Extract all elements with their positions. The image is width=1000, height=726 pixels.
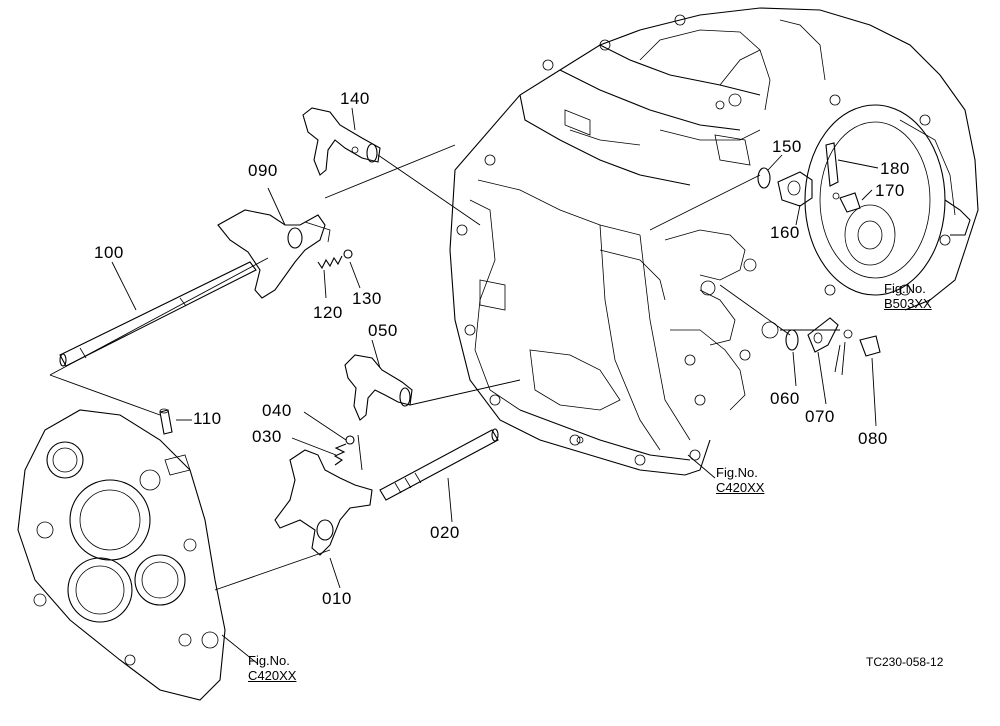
part-160-plate: [777, 171, 813, 207]
label-part-060: 060: [770, 389, 800, 408]
assembly-lines: [49, 144, 846, 591]
figure-ref-c420xx-center[interactable]: Fig.No. C420XX: [716, 465, 765, 496]
part-050-shift-arm: [344, 354, 413, 421]
part-020-shift-rod: [379, 428, 499, 501]
part-150-o-ring: [757, 167, 771, 189]
part-140-shift-arm: [302, 107, 381, 176]
part-180-lever: [825, 142, 839, 187]
drawing-code: TC230-058-12: [866, 655, 944, 669]
figure-ref-label: Fig.No.: [716, 465, 758, 480]
label-part-130: 130: [352, 289, 382, 308]
label-part-010: 010: [322, 589, 352, 608]
label-part-030: 030: [252, 427, 282, 446]
figure-ref-label: Fig.No.: [884, 281, 926, 296]
part-110-pin: [159, 408, 173, 435]
label-part-100: 100: [94, 243, 124, 262]
part-120-spring: [317, 255, 343, 270]
label-part-070: 070: [805, 407, 835, 426]
label-part-180: 180: [880, 159, 910, 178]
part-030-spring: [333, 443, 347, 466]
label-part-120: 120: [313, 303, 343, 322]
label-part-050: 050: [368, 321, 398, 340]
part-170-bolt: [832, 192, 861, 213]
label-part-150: 150: [772, 137, 802, 156]
front-case-cover: [17, 409, 226, 701]
part-010-shift-fork: [274, 449, 373, 556]
part-090-shift-fork: [217, 209, 331, 299]
part-070-plate: [807, 317, 839, 353]
part-040-ball: [345, 435, 355, 445]
label-part-090: 090: [248, 161, 278, 180]
label-part-020: 020: [430, 523, 460, 542]
figure-ref-b503xx[interactable]: Fig.No. B503XX: [884, 281, 932, 312]
transmission-case: [449, 7, 979, 476]
label-part-080: 080: [858, 429, 888, 448]
label-part-170: 170: [875, 181, 905, 200]
part-100-shift-rod: [59, 261, 257, 367]
part-080-bolt: [843, 329, 881, 357]
figure-ref-label: Fig.No.: [248, 653, 290, 668]
figure-ref-number: B503XX: [884, 295, 932, 311]
label-part-160: 160: [770, 223, 800, 242]
label-part-110: 110: [193, 409, 222, 428]
figure-ref-number: C420XX: [248, 667, 297, 683]
part-130-ball: [343, 249, 353, 259]
figure-ref-number: C420XX: [716, 479, 765, 495]
figure-ref-c420xx-left[interactable]: Fig.No. C420XX: [248, 653, 297, 684]
leader-lines: [111, 107, 879, 665]
label-part-040: 040: [262, 401, 292, 420]
label-part-140: 140: [340, 89, 370, 108]
